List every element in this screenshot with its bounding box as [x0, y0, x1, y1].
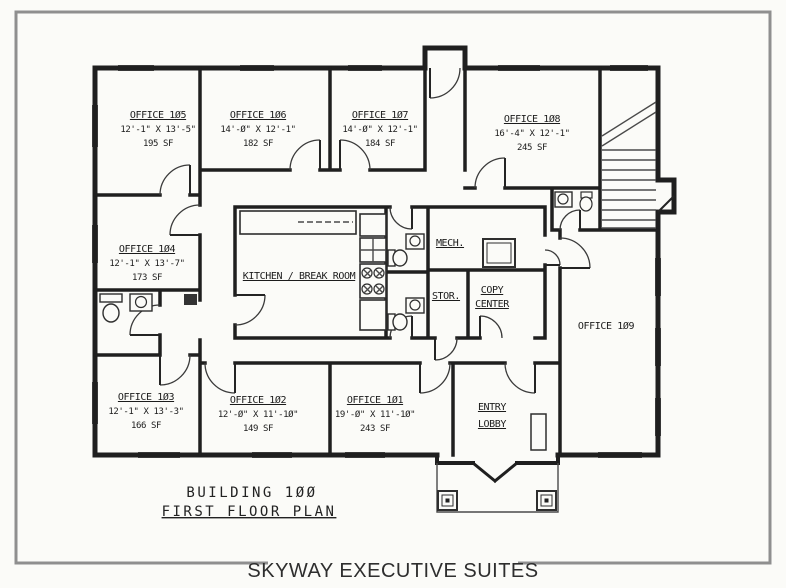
door-arc [479, 315, 503, 339]
restroom-upper [387, 233, 425, 267]
door-arc [419, 362, 451, 394]
room-dims-office-103: 12'-1" X 13'-3" [108, 407, 183, 417]
room-area-office-107: 184 SF [365, 139, 395, 149]
room-area-office-102: 149 SF [243, 424, 273, 434]
room-label-lobby-line1: ENTRY [478, 402, 506, 413]
toilet-tank-icon [99, 293, 123, 303]
door-arc [559, 209, 581, 231]
room-area-office-108: 245 SF [517, 143, 547, 153]
room-dims-office-106: 14'-Ø" X 12'-1" [220, 124, 295, 135]
door-arcs [129, 67, 591, 394]
room-label-copy-line1: COPY [481, 285, 504, 296]
room-area-office-101: 243 SF [360, 424, 390, 434]
door-leaves [130, 68, 675, 393]
cabinet-grid [360, 238, 386, 262]
room-label-mech: MECH. [436, 238, 464, 249]
room-label-office-102: OFFICE 1Ø2 [230, 394, 287, 406]
room-dims-office-107: 14'-Ø" X 12'-1" [342, 124, 417, 135]
fountain-icon [184, 294, 197, 305]
door-arc [129, 304, 161, 336]
exterior-walls [92, 45, 677, 458]
porch-column [536, 490, 557, 511]
room-area-office-104: 173 SF [132, 273, 162, 283]
toilet-icon [579, 196, 593, 212]
building-title: BUILDING 1ØØ [186, 485, 317, 501]
door-arc [234, 294, 266, 326]
toilet-icon [392, 249, 408, 267]
door-arc [474, 157, 506, 189]
base-cabinet-icon [359, 299, 387, 331]
room-dims-office-108: 16'-4" X 12'-1" [494, 129, 569, 139]
door-arc [159, 354, 191, 386]
door-arc [159, 164, 191, 196]
restroom-lower [387, 297, 425, 331]
room-label-office-109: OFFICE 1Ø9 [578, 320, 635, 332]
sink-bowl-icon [409, 299, 421, 311]
restroom-stair [554, 191, 593, 212]
door-arc [559, 237, 591, 269]
door-arc [169, 204, 201, 236]
room-label-office-105: OFFICE 1Ø5 [130, 109, 187, 121]
porch-outline [436, 463, 559, 513]
plan-title: FIRST FLOOR PLAN [162, 504, 337, 520]
sink-bowl-icon [409, 235, 421, 247]
door-arc [544, 249, 561, 266]
door-arc [289, 139, 321, 171]
footer-text-backing [268, 552, 518, 582]
room-area-office-105: 195 SF [143, 139, 173, 149]
room-dims-office-104: 12'-1" X 13'-7" [109, 259, 184, 269]
door-arc [429, 67, 461, 99]
room-label-stor: STOR. [432, 291, 460, 302]
room-area-office-106: 182 SF [243, 139, 273, 149]
stove-burner-cross [363, 269, 384, 294]
door-leaf [657, 195, 675, 213]
room-dims-office-105: 12'-1" X 13'-5" [120, 125, 195, 135]
toilet-icon [102, 303, 120, 323]
stairs [601, 101, 657, 229]
room-label-office-106: OFFICE 1Ø6 [230, 109, 287, 121]
room-dims-office-102: 12'-Ø" X 11'-1Ø" [218, 409, 298, 420]
door-arc [389, 206, 413, 230]
mech-equipment-inner [486, 242, 512, 264]
room-label-kitchen: KITCHEN / BREAK ROOM [243, 271, 356, 282]
toilet-icon [392, 313, 408, 331]
room-area-office-103: 166 SF [131, 421, 161, 431]
room-label-office-101: OFFICE 1Ø1 [347, 394, 404, 406]
porch-column [437, 490, 458, 511]
kitchen-appliance-strip [359, 213, 387, 331]
room-label-office-108: OFFICE 1Ø8 [504, 113, 561, 125]
lobby-door-panel [530, 413, 547, 451]
door-arc [339, 139, 371, 171]
door-arc [434, 337, 458, 361]
fridge-icon [359, 213, 387, 237]
footer-title: SKYWAY EXECUTIVE SUITES [247, 560, 538, 582]
room-label-lobby-line2: LOBBY [478, 419, 506, 430]
sink-bowl-icon [557, 193, 569, 205]
room-label-copy-line2: CENTER [475, 299, 510, 310]
door-arc [504, 362, 536, 394]
room-label-office-103: OFFICE 1Ø3 [118, 391, 175, 403]
stair-treads [602, 149, 656, 229]
room-dims-office-101: 19'-Ø" X 11'-1Ø" [335, 409, 415, 420]
room-label-office-104: OFFICE 1Ø4 [119, 243, 176, 255]
entry-double-door [470, 460, 520, 484]
restroom-west [99, 293, 197, 323]
room-label-office-107: OFFICE 1Ø7 [352, 109, 409, 121]
sink-bowl-icon [134, 295, 148, 309]
entry-recess-wall [435, 453, 560, 465]
stair-break-line [601, 101, 657, 147]
door-arc [204, 362, 236, 394]
